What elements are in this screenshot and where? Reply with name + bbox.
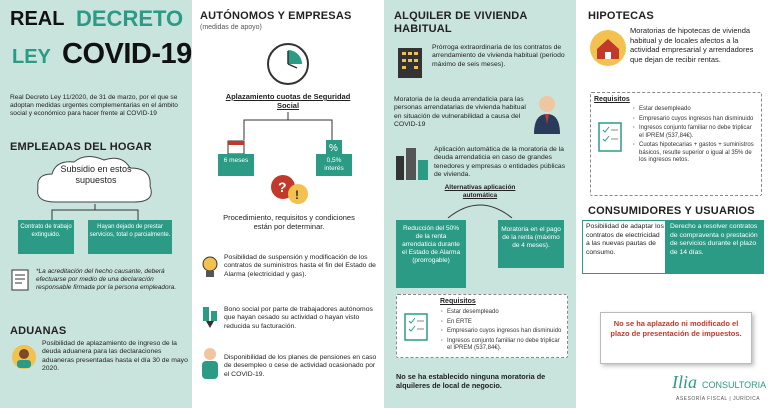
svg-text:?: ? (278, 179, 287, 195)
hipotecas-text: Moratorias de hipotecas de vivienda habi… (630, 26, 754, 64)
column-4: HIPOTECAS Moratorias de hipotecas de viv… (576, 0, 768, 408)
checklist-icon (596, 120, 626, 154)
alternativas-title: Alternativas aplicación automática (444, 184, 516, 199)
req-item: Ingresos conjunto familiar no debe tripl… (440, 338, 564, 353)
lightbulb-icon (200, 254, 220, 280)
title-covid: COVID-19 (62, 38, 192, 70)
alquiler-p2: Moratoria de la deuda arrendaticia para … (394, 96, 526, 128)
percent-icon: % (324, 138, 344, 156)
consumidores-left-box (582, 220, 666, 274)
svg-text:%: % (329, 143, 338, 154)
req-item: En ERTE (440, 319, 564, 327)
empleadas-note: *La acreditación del hecho causante, deb… (36, 268, 177, 291)
title-real: REAL (10, 8, 65, 30)
column-3: ALQUILER DE VIVIENDA HABITUAL Prórroga e… (384, 0, 576, 408)
alquiler-footer: No se ha establecido ninguna moratoria d… (396, 372, 546, 390)
interest-box: 0,5% interés (316, 154, 352, 176)
hipotecas-title: HIPOTECAS (588, 10, 654, 22)
elderly-person-icon (198, 346, 222, 382)
building-icon (398, 48, 422, 78)
coins-down-icon (200, 304, 220, 330)
hipotecas-req-list: Estar desempleado Empresario cuyos ingre… (632, 106, 758, 167)
aplazamiento-label: Aplazamiento cuotas de Seguridad Social (225, 92, 351, 110)
item-pensiones: Disponibilidad de los planes de pensione… (224, 354, 377, 378)
req-item: Estar desempleado (440, 309, 564, 317)
item-bono-social: Bono social por parte de trabajadores au… (224, 306, 373, 330)
cloud-text: Subsidio en estos supuestos (60, 164, 132, 185)
alquiler-p1: Prórroga extraordinaria de los contratos… (432, 44, 565, 68)
title-ley: LEY (12, 46, 51, 68)
consumidores-title: CONSUMIDORES Y USUARIOS (588, 205, 755, 217)
hipotecas-req-title: Requisitos (594, 96, 630, 103)
document-icon (10, 268, 30, 292)
brand-ilia: Ilia (672, 372, 697, 392)
box-servicios: Hayan dejado de prestar servicios, total… (88, 220, 172, 254)
alt-moratoria-box: Moratoria en el pago de la renta (máximo… (498, 220, 564, 268)
empleadas-title: EMPLEADAS DEL HOGAR (10, 141, 152, 153)
aduanas-text: Posibilidad de aplazamiento de ingreso d… (42, 340, 188, 372)
clock-icon (267, 43, 309, 85)
warning-text: No se ha aplazado ni modificado el plazo… (610, 319, 742, 338)
checklist-icon (402, 312, 432, 342)
cloud-icon (37, 156, 152, 203)
req-item: Estar desempleado (632, 106, 758, 114)
months-box: 6 meses (218, 154, 254, 176)
consumidores-right: Derecho a resolver contratos de comprave… (666, 220, 764, 274)
brand-consultoria: CONSULTORIA (702, 380, 767, 390)
warning-box (600, 312, 752, 364)
hipotecas-requisitos-box (590, 92, 762, 196)
alquiler-title: ALQUILER DE VIVIENDA HABITUAL (394, 10, 528, 35)
split-arrows (243, 112, 333, 140)
svg-text:!: ! (295, 188, 299, 202)
title-decreto: DECRETO (76, 6, 184, 31)
house-icon (590, 30, 626, 66)
autonomos-subtitle: (medidas de apoyo) (200, 24, 262, 31)
question-icon: ? ! (271, 175, 308, 204)
customs-icon (10, 343, 38, 371)
aduanas-title: ADUANAS (10, 325, 67, 337)
req-item: Cuotas hipotecarias + gastos + suministr… (632, 142, 758, 165)
alternativas-arrows (447, 204, 513, 219)
req-item: Ingresos conjunto familiar no debe tripl… (632, 125, 758, 140)
alquiler-p3: Aplicación automática de la moratoria de… (434, 146, 566, 178)
procedimiento-text: Procedimiento, requisitos y condiciones … (223, 213, 355, 231)
alt-reduccion-box: Reducción del 50% de la renta arrendatic… (396, 220, 466, 288)
brand-tagline: ASESORÍA FISCAL | JURÍDICA (676, 396, 761, 402)
column-2: AUTÓNOMOS Y EMPRESAS (medidas de apoyo) … (192, 0, 384, 408)
column-1: REAL DECRETO LEY COVID-19 Real Decreto L… (0, 0, 192, 408)
box-contrato: Contrato de trabajo extinguido. (18, 220, 74, 254)
consumidores-left: Posibilidad de adaptar los contratos de … (586, 223, 664, 256)
req-item: Empresario cuyos ingresos han disminuido (440, 328, 564, 336)
businessman-icon (534, 96, 560, 134)
req-item: Empresario cuyos ingresos han disminuido (632, 116, 758, 124)
city-icon (396, 148, 428, 180)
alquiler-req-list: Estar desempleado En ERTE Empresario cuy… (440, 309, 564, 355)
alquiler-req-title: Requisitos (440, 298, 476, 305)
branch-arrows (51, 204, 139, 220)
autonomos-title: AUTÓNOMOS Y EMPRESAS (200, 10, 352, 22)
item-suministros: Posibilidad de suspensión y modificación… (224, 254, 376, 278)
intro-text: Real Decreto Ley 11/2020, de 31 de marzo… (10, 94, 178, 117)
